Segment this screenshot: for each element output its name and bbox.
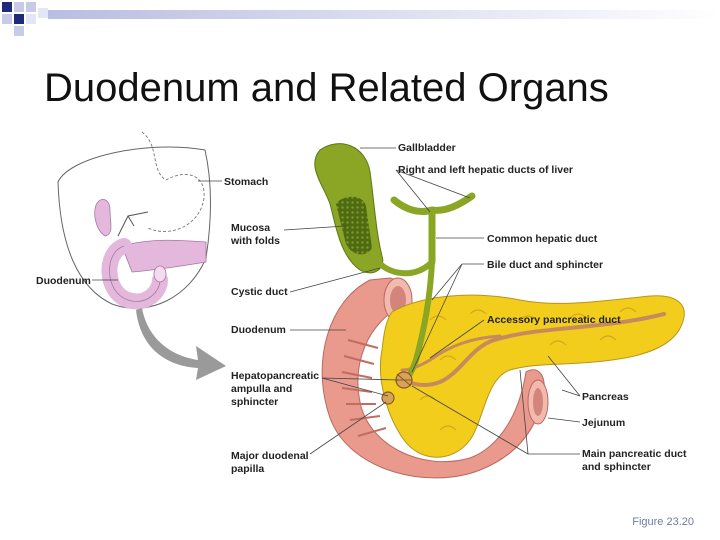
main-illustration (314, 143, 685, 479)
figure-caption: Figure 23.20 (632, 516, 694, 528)
label-main-duct-1: Main pancreatic duct (582, 448, 687, 460)
label-accessory-duct: Accessory pancreatic duct (487, 314, 621, 326)
label-duodenum: Duodenum (231, 324, 286, 336)
leader-lines-right (360, 147, 581, 455)
label-gallbladder: Gallbladder (398, 142, 456, 154)
ampulla-rings (396, 373, 412, 387)
label-hepatic-ducts: Right and left hepatic ducts of liver (398, 164, 573, 176)
label-stomach: Stomach (224, 176, 268, 188)
slide-title: Duodenum and Related Organs (44, 66, 609, 110)
hepatic-ducts (390, 192, 476, 266)
cystic-duct (375, 259, 435, 277)
jejunum-lumen (533, 388, 543, 416)
inset-gallbladder (94, 199, 112, 237)
label-jejunum: Jejunum (582, 417, 625, 429)
label-ampulla-1: Hepatopancreatic (231, 370, 319, 382)
header-decoration (2, 2, 720, 36)
label-ampulla-3: sphincter (231, 396, 278, 408)
stomach-outline (141, 131, 205, 232)
label-ampulla-2: ampulla and (231, 383, 292, 395)
label-bile-duct: Bile duct and sphincter (487, 259, 603, 271)
label-papilla-2: papilla (231, 463, 264, 475)
label-main-duct-2: and sphincter (582, 461, 651, 473)
major-duodenal-papilla (381, 391, 395, 405)
duodenum (321, 277, 545, 479)
leader-lines-left (283, 225, 399, 455)
label-cystic-duct: Cystic duct (231, 286, 288, 298)
gallbladder-mucosa (336, 196, 372, 255)
label-inset-duodenum: Duodenum (36, 275, 91, 287)
inset-pancreas (121, 239, 207, 273)
label-common-hepatic-duct: Common hepatic duct (487, 233, 598, 245)
zoom-arrow (136, 308, 226, 380)
label-mucosa-2: with folds (230, 235, 280, 247)
inset-duodenum-edge (109, 245, 161, 302)
main-pancreatic-duct (402, 312, 666, 388)
label-papilla-1: Major duodenal (231, 450, 309, 462)
label-mucosa-1: Mucosa (231, 222, 270, 234)
inset-overview: Stomach Duodenum (36, 131, 268, 310)
label-pancreas: Pancreas (582, 391, 629, 403)
inset-jejunum (153, 265, 167, 283)
duodenum-folds (341, 339, 387, 437)
inset-ducts (117, 211, 149, 237)
